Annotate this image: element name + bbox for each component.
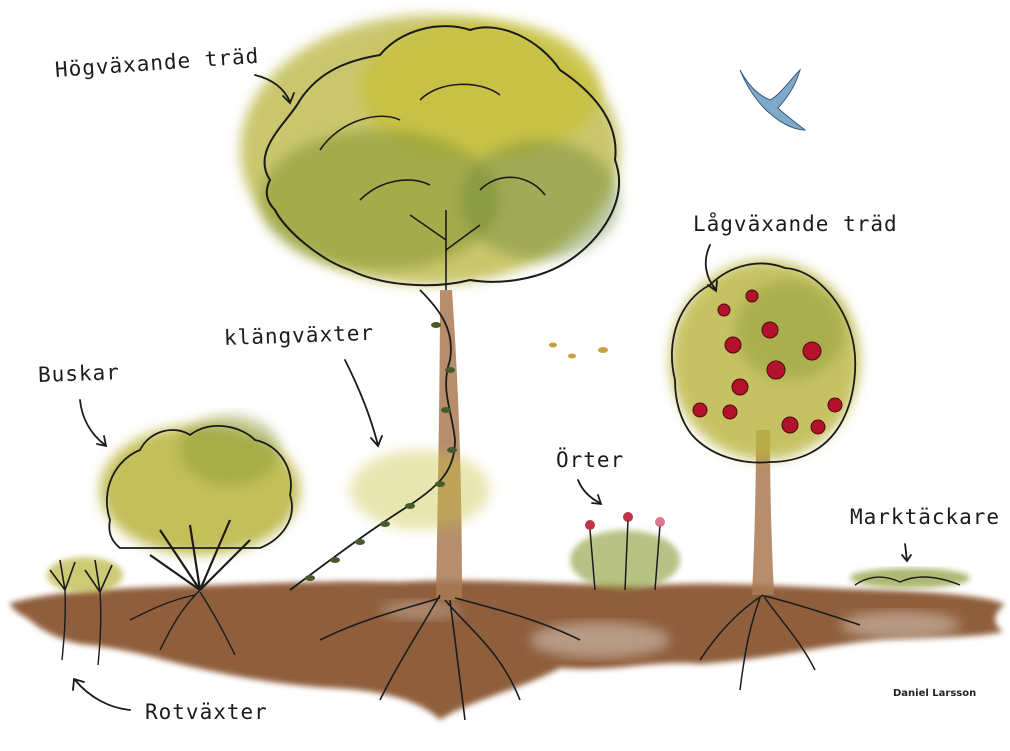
label-low-trees: Lågväxande träd bbox=[693, 212, 898, 236]
arrow-climbers bbox=[345, 360, 382, 446]
arrow-shrubs bbox=[80, 400, 106, 446]
arrow-root-plants bbox=[73, 679, 130, 710]
bird bbox=[740, 70, 805, 130]
arrow-herbs bbox=[578, 480, 601, 504]
bees bbox=[549, 343, 608, 359]
artist-signature: Daniel Larsson bbox=[893, 688, 976, 699]
label-herbs: Örter bbox=[556, 448, 624, 472]
arrow-ground-cover bbox=[902, 544, 911, 561]
label-ground-cover: Marktäckare bbox=[850, 505, 1000, 529]
label-root-plants: Rotväxter bbox=[145, 700, 268, 724]
ground-cover bbox=[850, 568, 970, 588]
label-shrubs: Buskar bbox=[38, 360, 121, 387]
herbs bbox=[570, 512, 680, 590]
